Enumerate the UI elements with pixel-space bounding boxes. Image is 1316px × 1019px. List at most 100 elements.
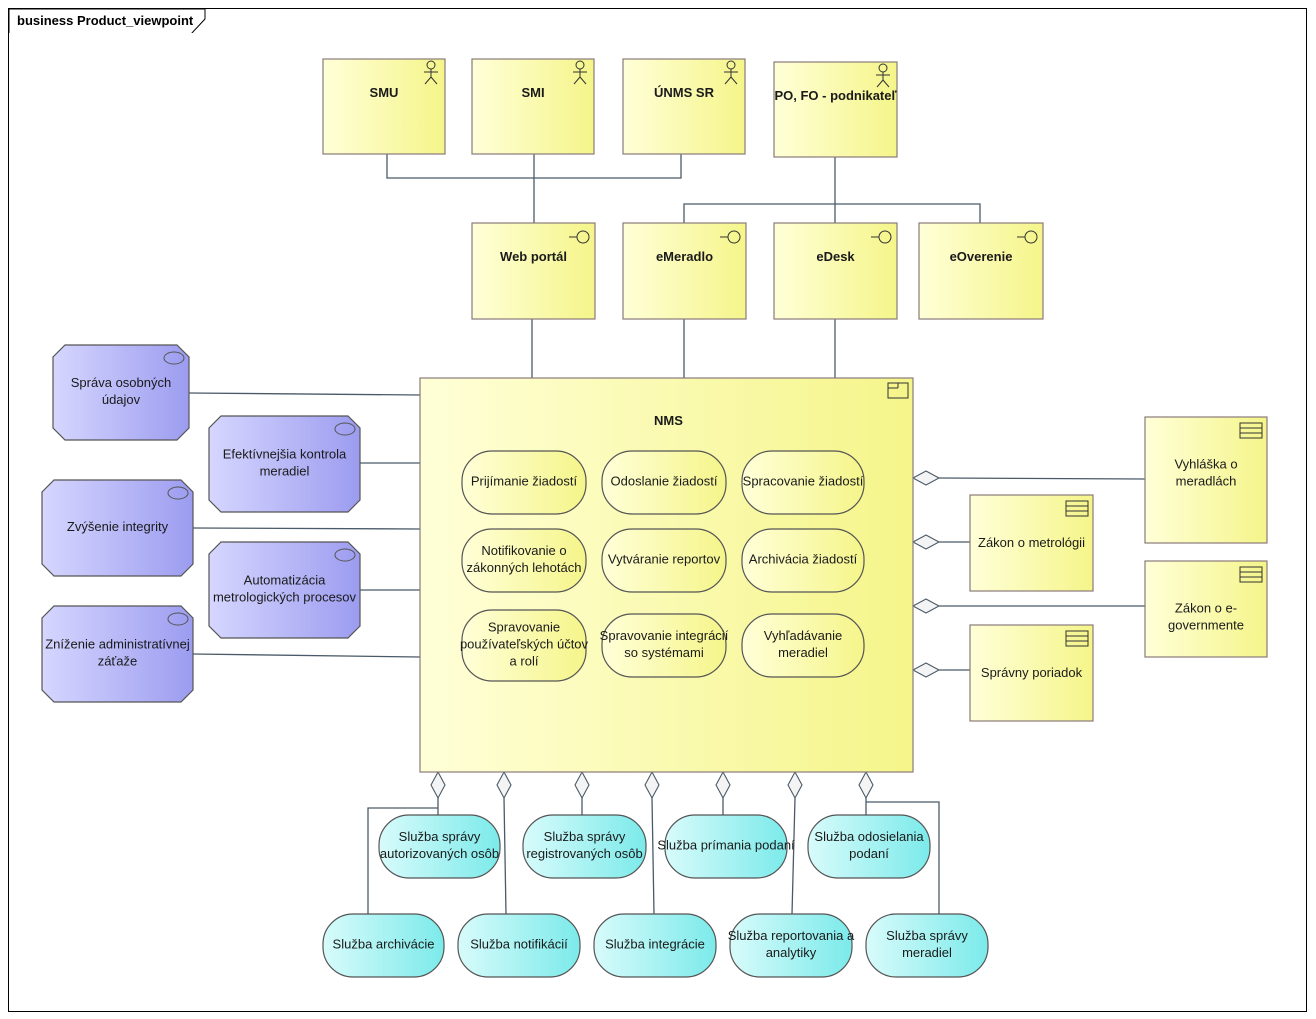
service-label: podaní	[849, 846, 889, 861]
actor-unms[interactable]: ÚNMS SR	[622, 58, 746, 155]
contract-c2[interactable]: Zákon o metrológii	[969, 494, 1094, 592]
goal-g3[interactable]: Zvýšenie integrity	[41, 479, 194, 577]
actor-label: PO, FO - podnikateľ	[774, 88, 897, 103]
goal-label: Zníženie administratívnej	[45, 637, 190, 652]
function-label: Spravovanie integrácií	[600, 628, 729, 643]
service-label: Služba integrácie	[605, 937, 705, 952]
function-label: Archivácia žiadostí	[749, 552, 858, 567]
aggregation-diamond	[715, 770, 731, 800]
actor-label: SMU	[370, 85, 399, 100]
service-label: Služba správy	[886, 928, 968, 943]
actor-smi[interactable]: SMI	[471, 58, 595, 155]
connector-service-s6	[503, 797, 507, 915]
function-label: Vytváranie reportov	[608, 552, 721, 567]
service-label: Služba archivácie	[333, 937, 435, 952]
service-s2[interactable]: Služba správy registrovaných osôb	[522, 814, 647, 879]
aggregation-diamond	[787, 770, 803, 800]
goal-g2[interactable]: Efektívnejšia kontrola meradiel	[208, 415, 361, 513]
interface-box[interactable]	[622, 222, 747, 320]
service-s9[interactable]: Služba správy meradiel	[865, 913, 989, 978]
function-f1[interactable]: Prijímanie žiadostí	[461, 450, 587, 515]
function-f3[interactable]: Spracovanie žiadostí	[741, 450, 865, 515]
goal-label: Efektívnejšia kontrola	[223, 447, 347, 462]
connector-service-s5	[367, 807, 438, 914]
service-label: Služba odosielania	[814, 829, 924, 844]
contract-label: Zákon o e-	[1175, 601, 1237, 616]
interface-box[interactable]	[918, 222, 1044, 320]
service-s4[interactable]: Služba odosielania podaní	[807, 814, 931, 879]
actor-po[interactable]: PO, FO - podnikateľ	[773, 61, 898, 158]
actor-box[interactable]	[471, 58, 595, 155]
contract-label: Zákon o metrológii	[978, 535, 1085, 550]
function-label: a rolí	[510, 654, 539, 669]
service-label: Služba reportovania a	[728, 928, 855, 943]
function-label: zákonných lehotách	[467, 560, 582, 575]
service-label: registrovaných osôb	[526, 846, 642, 861]
interface-emeradlo[interactable]: eMeradlo	[622, 222, 747, 320]
service-label: Služba správy	[544, 829, 626, 844]
actor-box[interactable]	[773, 61, 898, 158]
diagram-frame: business Product_viewpoint	[8, 8, 1307, 1012]
goal-label: meradiel	[260, 464, 310, 479]
actor-label: ÚNMS SR	[654, 85, 715, 100]
service-label: autorizovaných osôb	[380, 846, 499, 861]
aggregation-diamond	[574, 770, 590, 800]
service-s6[interactable]: Služba notifikácií	[457, 913, 581, 978]
actor-smu[interactable]: SMU	[322, 58, 446, 155]
service-s7[interactable]: Služba integrácie	[593, 913, 717, 978]
function-f2[interactable]: Odoslanie žiadostí	[601, 450, 727, 515]
actor-box[interactable]	[622, 58, 746, 155]
goal-label: Správa osobných	[71, 375, 171, 390]
service-s3[interactable]: Služba prímania podaní	[657, 814, 795, 879]
aggregation-diamond	[911, 534, 941, 550]
service-label: Služba správy	[399, 829, 481, 844]
function-label: Notifikovanie o	[481, 543, 566, 558]
contract-label: Vyhláška o	[1174, 457, 1237, 472]
contract-c3[interactable]: Zákon o e-governmente	[1144, 560, 1268, 658]
contract-c1[interactable]: Vyhláška o meradlách	[1144, 416, 1268, 544]
interface-label: eDesk	[816, 249, 855, 264]
goal-g1[interactable]: Správa osobných údajov	[52, 344, 190, 441]
interface-label: eMeradlo	[656, 249, 713, 264]
aggregation-diamond	[430, 770, 446, 800]
interface-box[interactable]	[773, 222, 898, 320]
interface-box[interactable]	[471, 222, 596, 320]
goal-label: údajov	[102, 392, 141, 407]
function-f5[interactable]: Vytváranie reportov	[601, 528, 727, 593]
interface-label: eOverenie	[950, 249, 1013, 264]
function-label: Odoslanie žiadostí	[611, 474, 718, 489]
service-label: meradiel	[902, 945, 952, 960]
contract-box[interactable]	[1144, 560, 1268, 658]
frame-tab	[9, 9, 206, 33]
actor-box[interactable]	[322, 58, 446, 155]
connector-goal-1	[188, 392, 421, 396]
diagram-title: business Product_viewpoint	[17, 13, 194, 28]
goal-label: Automatizácia	[244, 573, 326, 588]
goal-label: záťaže	[98, 654, 138, 669]
connector-goal-5	[192, 653, 421, 658]
connector-contract-1	[938, 477, 1146, 480]
service-s1[interactable]: Služba správy autorizovaných osôb	[378, 814, 501, 879]
function-f6[interactable]: Archivácia žiadostí	[741, 528, 865, 593]
interface-eoverenie[interactable]: eOverenie	[918, 222, 1044, 320]
interface-web[interactable]: Web portál	[471, 222, 596, 320]
contract-label: meradlách	[1176, 474, 1237, 489]
function-f4[interactable]: Notifikovanie o zákonných lehotách	[461, 528, 587, 593]
contract-label: Správny poriadok	[981, 665, 1083, 680]
contract-c4[interactable]: Správny poriadok	[969, 624, 1094, 722]
function-label: Spravovanie	[488, 620, 560, 635]
connector-service-s8	[791, 797, 796, 915]
goal-g4[interactable]: Automatizácia metrologických procesov	[208, 541, 361, 639]
interface-edesk[interactable]: eDesk	[773, 222, 898, 320]
goal-g5[interactable]: Zníženie administratívnej záťaže	[41, 605, 194, 703]
goal-label: metrologických procesov	[213, 590, 357, 605]
service-label: Služba notifikácií	[470, 937, 568, 952]
service-s5[interactable]: Služba archivácie	[322, 913, 445, 978]
connector-goal-3	[192, 527, 421, 530]
connector-service-s9	[866, 801, 940, 914]
